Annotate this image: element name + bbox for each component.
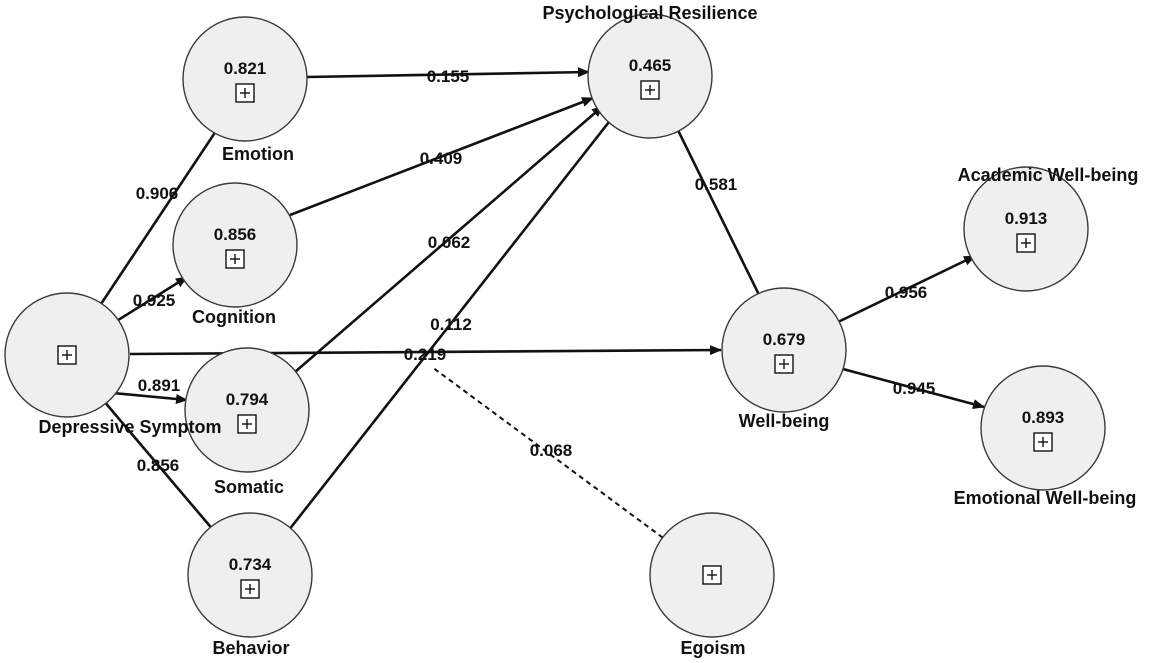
path-resilience-to-wellbeing xyxy=(669,115,767,308)
expand-icon[interactable] xyxy=(1033,432,1053,452)
node-label-wellbeing: Well-being xyxy=(739,411,830,431)
expand-icon[interactable] xyxy=(237,414,257,434)
path-coefficient: 0.112 xyxy=(430,315,472,334)
expand-icon[interactable] xyxy=(225,249,245,269)
path-egoism-to-interaction xyxy=(431,366,671,544)
r-squared-value: 0.856 xyxy=(214,225,257,244)
path-depressive-to-behavior xyxy=(102,399,221,539)
node-emotional[interactable]: 0.893 xyxy=(980,365,1106,491)
expand-icon[interactable] xyxy=(640,80,660,100)
r-squared-value: 0.465 xyxy=(629,56,672,75)
node-resilience[interactable]: 0.465 xyxy=(587,13,713,139)
path-somatic-to-resilience xyxy=(287,105,604,379)
node-egoism[interactable] xyxy=(649,512,775,638)
expand-icon[interactable] xyxy=(57,345,77,365)
node-behavior[interactable]: 0.734 xyxy=(187,512,313,638)
coefficients-layer: 0.906 0.925 0.891 0.856 0.219 0.155 0.409 0.062… xyxy=(133,67,936,475)
node-circle xyxy=(587,13,713,139)
path-behavior-to-resilience xyxy=(283,112,618,536)
path-coefficient: 0.925 xyxy=(133,291,176,310)
path-depressive-to-cognition xyxy=(114,275,188,324)
path-coefficient: 0.155 xyxy=(427,67,470,86)
path-wellbeing-to-academic xyxy=(835,254,976,325)
node-circle xyxy=(980,365,1106,491)
node-wellbeing[interactable]: 0.679 xyxy=(721,287,847,413)
path-coefficient: 0.956 xyxy=(885,283,928,302)
nodes-layer: 0.821 0.856 0.794 0.734 0.465 0.679 0.913 0.893 xyxy=(4,13,1106,638)
node-labels-layer: Depressive Symptom EmotionCognitionSomati… xyxy=(38,3,1138,658)
path-cognition-to-resilience xyxy=(289,96,594,217)
path-coefficient: 0.062 xyxy=(428,233,471,252)
path-wellbeing-to-emotional xyxy=(842,367,985,409)
path-coefficient: 0.581 xyxy=(695,175,738,194)
r-squared-value: 0.821 xyxy=(224,59,267,78)
path-depressive-to-emotion xyxy=(91,121,224,317)
node-label-egoism: Egoism xyxy=(680,638,745,658)
path-emotion-to-resilience xyxy=(306,67,590,79)
path-coefficient: 0.891 xyxy=(138,376,181,395)
node-label-emotion: Emotion xyxy=(222,144,294,164)
node-label-resilience: Psychological Resilience xyxy=(542,3,757,23)
node-circle xyxy=(184,347,310,473)
node-emotion[interactable]: 0.821 xyxy=(182,16,308,142)
r-squared-value: 0.893 xyxy=(1022,408,1065,427)
node-label-depressive: Depressive Symptom xyxy=(38,417,221,437)
node-circle xyxy=(187,512,313,638)
node-circle xyxy=(172,182,298,308)
expand-icon[interactable] xyxy=(240,579,260,599)
path-depressive-to-somatic xyxy=(112,391,188,404)
r-squared-value: 0.913 xyxy=(1005,209,1048,228)
path-coefficient: 0.068 xyxy=(530,441,573,460)
node-label-emotional: Emotional Well-being xyxy=(954,488,1137,508)
node-cognition[interactable]: 0.856 xyxy=(172,182,298,308)
path-coefficient: 0.409 xyxy=(420,149,463,168)
node-label-academic: Academic Well-being xyxy=(958,165,1139,185)
path-coefficient: 0.906 xyxy=(136,184,179,203)
node-somatic[interactable]: 0.794 xyxy=(184,347,310,473)
r-squared-value: 0.679 xyxy=(763,330,806,349)
path-coefficient: 0.945 xyxy=(893,379,936,398)
paths-layer xyxy=(91,67,985,544)
node-depressive[interactable] xyxy=(4,292,130,418)
expand-icon[interactable] xyxy=(774,354,794,374)
r-squared-value: 0.734 xyxy=(229,555,272,574)
node-label-behavior: Behavior xyxy=(212,638,289,658)
expand-icon[interactable] xyxy=(702,565,722,585)
node-label-somatic: Somatic xyxy=(214,477,284,497)
expand-icon[interactable] xyxy=(235,83,255,103)
node-academic[interactable]: 0.913 xyxy=(963,166,1089,292)
node-label-cognition: Cognition xyxy=(192,307,276,327)
r-squared-value: 0.794 xyxy=(226,390,269,409)
path-coefficient: 0.219 xyxy=(404,345,447,364)
node-circle xyxy=(721,287,847,413)
path-coefficient: 0.856 xyxy=(137,456,180,475)
node-circle xyxy=(182,16,308,142)
expand-icon[interactable] xyxy=(1016,233,1036,253)
node-circle xyxy=(963,166,1089,292)
